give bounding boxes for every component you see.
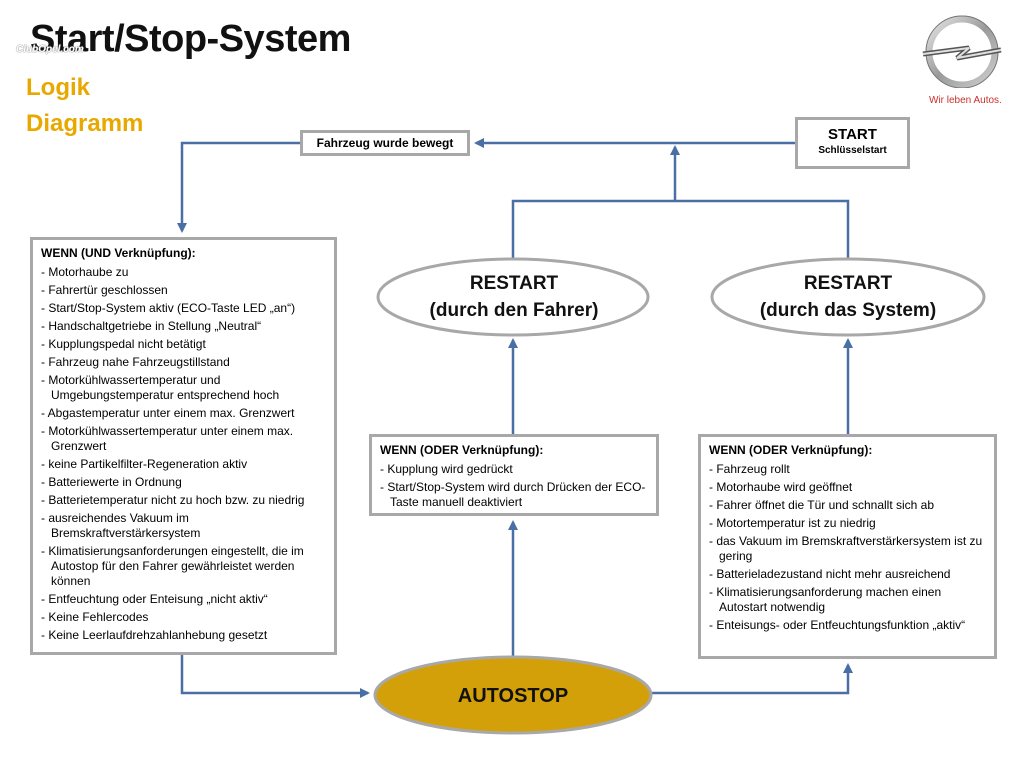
list-item: - keine Partikelfilter-Regeneration akti… <box>41 457 248 471</box>
list-item: - Fahrzeug rollt <box>709 462 790 476</box>
start-box: START Schlüsselstart <box>795 117 910 169</box>
restart-system-label: RESTART (durch das System) <box>712 270 984 324</box>
restart-driver-label: RESTART (durch den Fahrer) <box>378 270 650 324</box>
arrow-autostop-to-right-or <box>652 663 853 695</box>
list-item: - Kupplungspedal nicht betätigt <box>41 337 206 351</box>
list-item: - Motortemperatur ist zu niedrig <box>709 516 876 530</box>
slogan-text: Wir leben Autos. <box>929 95 1002 106</box>
restart-system-ellipse <box>710 257 986 337</box>
list-item: - Enteisungs- oder Entfeuchtungsfunktion… <box>709 618 966 632</box>
list-item: - Keine Leerlaufdrehzahlanhebung gesetzt <box>41 628 268 642</box>
and-conditions-heading: WENN (UND Verknüpfung): <box>41 246 196 260</box>
or-conditions-system-box: WENN (ODER Verknüpfung): - Fahrzeug roll… <box>698 434 997 659</box>
list-item: - Fahrer öffnet die Tür und schnallt sic… <box>709 498 935 512</box>
start-title: START <box>828 126 877 143</box>
list-item: - ausreichendes Vakuum im Bremskraftvers… <box>41 511 201 540</box>
subtitle-line-1: Logik <box>26 74 90 101</box>
or-conditions-driver-box: WENN (ODER Verknüpfung): - Kupplung wird… <box>369 434 659 516</box>
list-item: - Klimatisierungsanforderungen eingestel… <box>41 544 304 588</box>
list-item: - Handschaltgetriebe in Stellung „Neutra… <box>41 319 262 333</box>
list-item: - das Vakuum im Bremskraftverstärkersyst… <box>709 534 983 563</box>
list-item: - Fahrertür geschlossen <box>41 283 168 297</box>
restart-driver-line2: (durch den Fahrer) <box>429 300 599 321</box>
vehicle-moved-label: Fahrzeug wurde bewegt <box>316 136 454 150</box>
list-item: - Keine Fehlercodes <box>41 610 149 624</box>
or-conditions-system-heading: WENN (ODER Verknüpfung): <box>709 443 873 457</box>
vehicle-moved-box: Fahrzeug wurde bewegt <box>300 130 470 156</box>
watermark-text: ClubOpel.com <box>16 44 84 55</box>
restart-driver-line1: RESTART <box>469 273 559 294</box>
list-item: - Entfeuchtung oder Enteisung „nicht akt… <box>41 592 268 606</box>
list-item: - Abgastemperatur unter einem max. Grenz… <box>41 406 295 420</box>
autostop-label: AUTOSTOP <box>457 685 569 707</box>
and-conditions-box: WENN (UND Verknüpfung): - Motorhaube zu … <box>30 237 337 655</box>
restart-driver-ellipse <box>376 257 650 337</box>
list-item: - Motorkühlwassertemperatur und Umgebung… <box>41 373 280 402</box>
restart-system-line2: (durch das System) <box>759 300 937 321</box>
list-item: - Fahrzeug nahe Fahrzeugstillstand <box>41 355 230 369</box>
list-item: - Klimatisierungsanforderung machen eine… <box>709 585 942 614</box>
list-item: - Batterietemperatur nicht zu hoch bzw. … <box>41 493 305 507</box>
list-item: - Kupplung wird gedrückt <box>380 462 513 476</box>
arrow-and-to-autostop <box>180 655 370 698</box>
opel-logo <box>922 15 1002 88</box>
arrow-moved-to-and <box>177 141 300 233</box>
list-item: - Start/Stop-System wird durch Drücken d… <box>380 480 646 509</box>
restart-system-line1: RESTART <box>803 273 893 294</box>
list-item: - Motorhaube wird geöffnet <box>709 480 853 494</box>
list-item: - Batteriewerte in Ordnung <box>41 475 182 489</box>
list-item: - Batterieladezustand nicht mehr ausreic… <box>709 567 951 581</box>
start-subtitle: Schlüsselstart <box>818 145 887 156</box>
autostop-ellipse <box>373 655 653 735</box>
or-conditions-driver-heading: WENN (ODER Verknüpfung): <box>380 443 544 457</box>
list-item: - Motorhaube zu <box>41 265 129 279</box>
list-item: - Motorkühlwassertemperatur unter einem … <box>41 424 294 453</box>
list-item: - Start/Stop-System aktiv (ECO-Taste LED… <box>41 301 296 315</box>
subtitle-line-2: Diagramm <box>26 110 144 137</box>
connector-restart-driver-up <box>511 199 850 260</box>
page-title: Start/Stop-System <box>30 18 351 60</box>
